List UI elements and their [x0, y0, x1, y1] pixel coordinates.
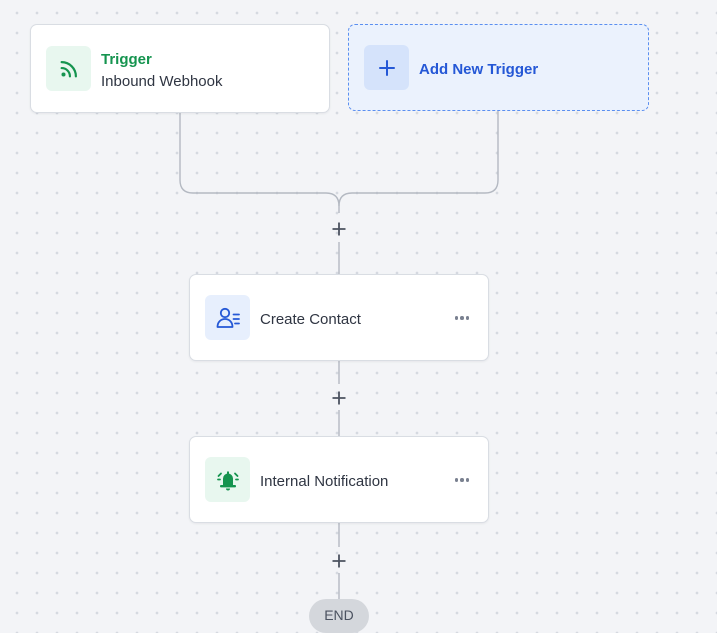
dot [465, 316, 470, 320]
more-options-button[interactable] [450, 307, 474, 329]
add-trigger-merge-connector [338, 111, 499, 207]
plus-icon [332, 554, 346, 568]
action-card-internal-notification[interactable]: Internal Notification [189, 436, 489, 523]
more-options-button[interactable] [450, 469, 474, 491]
dot [460, 316, 464, 320]
action-card-create-contact[interactable]: Create Contact [189, 274, 489, 361]
end-node: END [309, 599, 369, 633]
trigger-merge-connector [179, 113, 340, 213]
action-label: Create Contact [260, 311, 361, 328]
trigger-card[interactable]: Trigger Inbound Webhook [30, 24, 330, 113]
action-label: Internal Notification [260, 473, 389, 490]
webhook-rss-icon [46, 46, 91, 91]
plus-icon [364, 45, 409, 90]
add-step-button[interactable] [327, 386, 351, 410]
end-label: END [324, 607, 354, 623]
plus-icon [332, 391, 346, 405]
bell-ringing-icon [205, 457, 250, 502]
dot [454, 478, 459, 482]
trigger-type-label: Trigger [101, 51, 152, 68]
add-new-trigger-label: Add New Trigger [419, 61, 539, 78]
add-step-button[interactable] [327, 549, 351, 573]
dot [465, 478, 470, 482]
dot [460, 478, 464, 482]
add-new-trigger-button[interactable]: Add New Trigger [348, 24, 649, 111]
trigger-name: Inbound Webhook [101, 73, 223, 90]
dot [454, 316, 459, 320]
plus-icon [332, 222, 346, 236]
add-step-button[interactable] [327, 217, 351, 241]
contact-card-icon [205, 295, 250, 340]
